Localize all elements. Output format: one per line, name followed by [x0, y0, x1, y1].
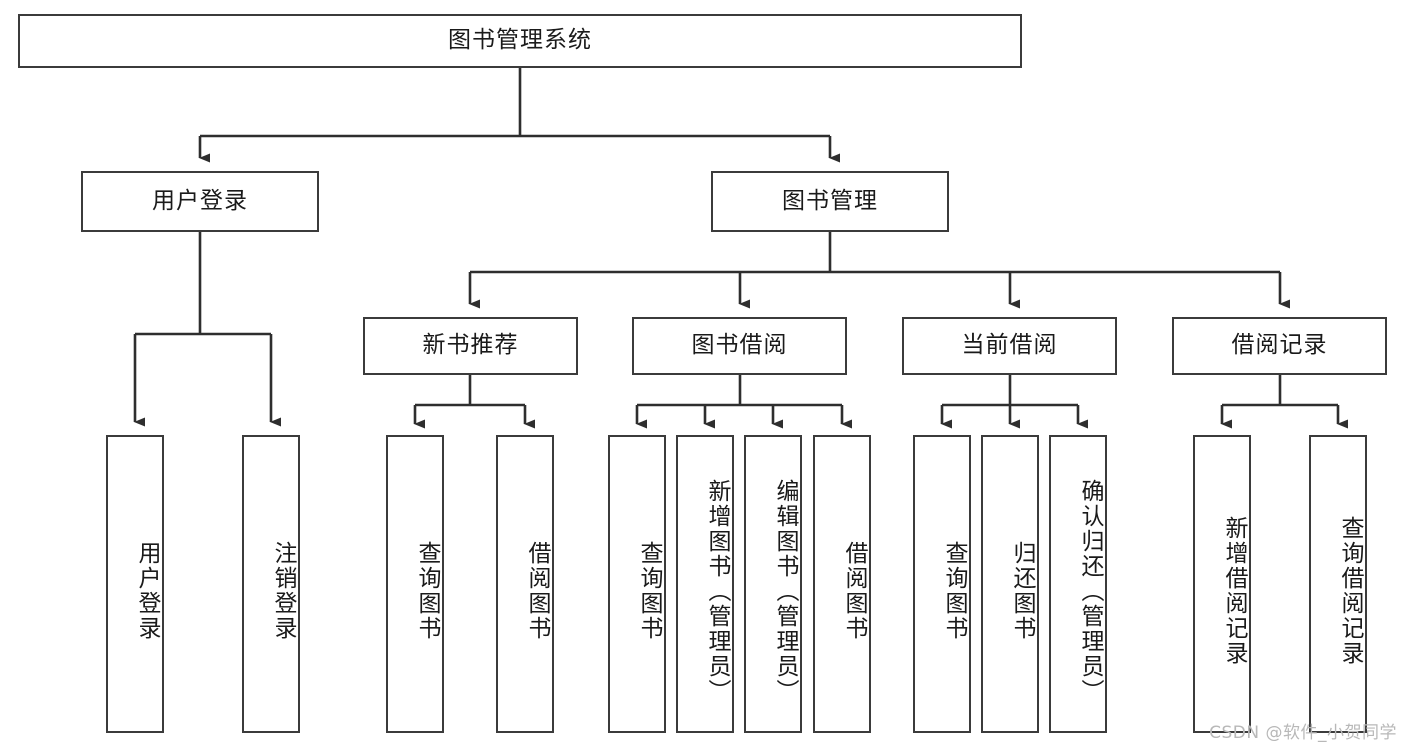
- node-label: 查询借阅记录: [1337, 516, 1363, 666]
- node-label: 查询图书: [941, 541, 967, 641]
- node-book-management[interactable]: 图书管理: [711, 171, 949, 232]
- node-label: 新增图书（管理员）: [704, 478, 730, 704]
- leaf-current-query-book[interactable]: 查询图书: [913, 435, 971, 733]
- node-label: 确认归还（管理员）: [1077, 478, 1103, 704]
- leaf-user-login-logout[interactable]: 注销登录: [242, 435, 300, 733]
- leaf-borrow-borrow-book[interactable]: 借阅图书: [813, 435, 871, 733]
- node-label: 用户登录: [152, 187, 248, 214]
- node-new-book-recommend[interactable]: 新书推荐: [363, 317, 578, 375]
- csdn-watermark: CSDN @软件_小贺同学: [1209, 723, 1397, 743]
- node-label: 当前借阅: [961, 332, 1058, 359]
- leaf-borrow-edit-book[interactable]: 编辑图书（管理员）: [744, 435, 802, 733]
- node-borrow-record[interactable]: 借阅记录: [1172, 317, 1387, 375]
- node-label: 图书借阅: [691, 332, 788, 359]
- node-label: 借阅图书: [524, 541, 550, 641]
- leaf-current-confirm-return[interactable]: 确认归还（管理员）: [1049, 435, 1107, 733]
- leaf-borrow-add-book[interactable]: 新增图书（管理员）: [676, 435, 734, 733]
- leaf-new-book-query[interactable]: 查询图书: [386, 435, 444, 733]
- node-root-system[interactable]: 图书管理系统: [18, 14, 1022, 68]
- node-label: 图书管理: [782, 187, 878, 214]
- leaf-record-query[interactable]: 查询借阅记录: [1309, 435, 1367, 733]
- node-book-borrow[interactable]: 图书借阅: [632, 317, 847, 375]
- node-label: 借阅记录: [1231, 332, 1328, 359]
- node-label: 借阅图书: [841, 541, 867, 641]
- node-label: 注销登录: [270, 541, 296, 641]
- node-label: 编辑图书（管理员）: [772, 478, 798, 704]
- node-label: 新书推荐: [422, 332, 519, 359]
- leaf-current-return-book[interactable]: 归还图书: [981, 435, 1039, 733]
- leaf-user-login-login[interactable]: 用户登录: [106, 435, 164, 733]
- node-current-borrow[interactable]: 当前借阅: [902, 317, 1117, 375]
- leaf-borrow-query-book[interactable]: 查询图书: [608, 435, 666, 733]
- node-label: 用户登录: [134, 541, 160, 641]
- leaf-record-add[interactable]: 新增借阅记录: [1193, 435, 1251, 733]
- node-label: 查询图书: [414, 541, 440, 641]
- node-label: 新增借阅记录: [1221, 516, 1247, 666]
- node-label: 查询图书: [636, 541, 662, 641]
- node-label: 归还图书: [1009, 541, 1035, 641]
- leaf-new-book-borrow[interactable]: 借阅图书: [496, 435, 554, 733]
- node-label: 图书管理系统: [448, 27, 592, 54]
- node-user-login[interactable]: 用户登录: [81, 171, 319, 232]
